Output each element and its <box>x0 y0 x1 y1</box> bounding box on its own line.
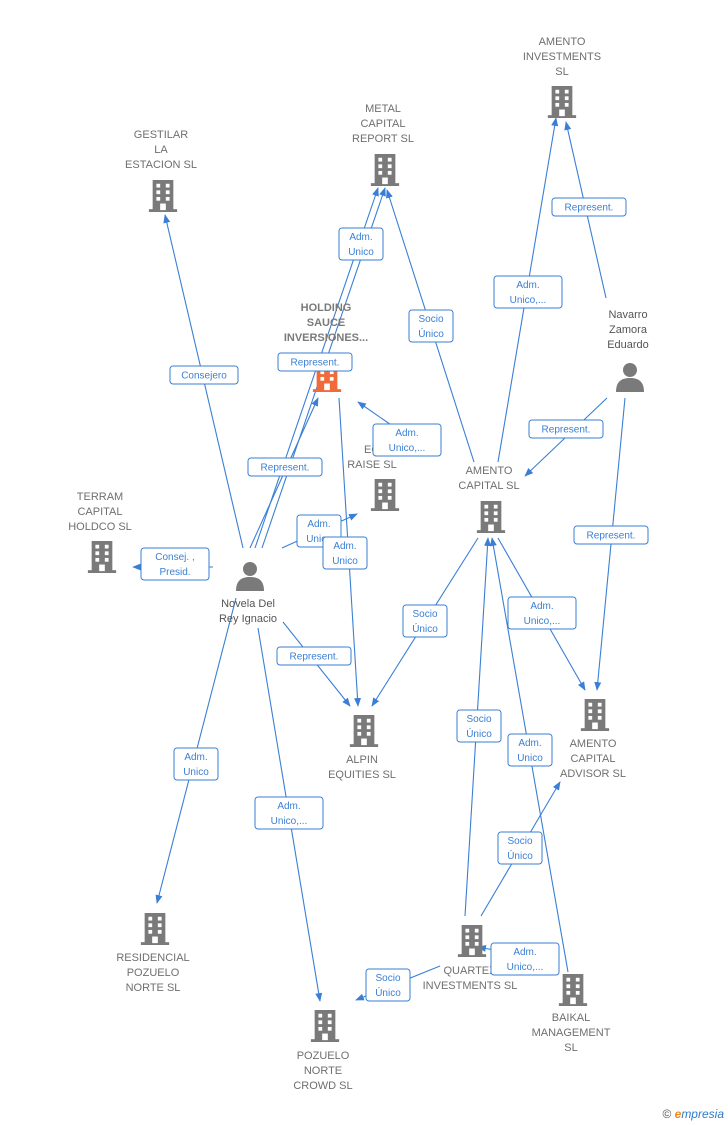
building-icon <box>558 974 588 1006</box>
building-icon <box>140 913 170 945</box>
building-icon <box>310 1010 340 1042</box>
building-icon <box>476 501 506 533</box>
empresia-brand: © empresia <box>662 1107 724 1121</box>
edge-label-adm-unico-holding: Adm.Unico,... <box>372 423 442 457</box>
edge-label-adm-unico-amento-inv: Adm.Unico,... <box>493 275 563 309</box>
svg-text:Adm.Unico: Adm.Unico <box>306 519 332 545</box>
svg-text:Represent.: Represent. <box>565 203 614 214</box>
edge-label-consej-presid: Consej. ,Presid. <box>140 547 210 581</box>
svg-text:Represent.: Represent. <box>587 531 636 542</box>
edge-label-adm-unico-metal: Adm.Unico <box>338 227 384 261</box>
building-icon <box>87 541 117 573</box>
edge-label-adm-unico-quartex: Adm.Unico,... <box>490 942 560 976</box>
edge-label-represent-navarro-advisor: Represent. <box>573 525 649 545</box>
edge-label-adm-unico-residencial: Adm.Unico <box>173 747 219 781</box>
person-icon <box>616 363 644 392</box>
building-icon <box>547 86 577 118</box>
svg-text:Adm.Unico,...: Adm.Unico,... <box>524 601 561 627</box>
svg-text:Adm.Unico,...: Adm.Unico,... <box>389 428 426 454</box>
edge-label-represent-holding-top: Represent. <box>277 352 353 372</box>
building-icon <box>148 180 178 212</box>
svg-text:Represent.: Represent. <box>542 425 591 436</box>
svg-text:Adm.Unico,...: Adm.Unico,... <box>510 280 547 306</box>
svg-text:Consej. ,Presid.: Consej. ,Presid. <box>155 552 194 578</box>
edge-label-adm-unico-advisor: Adm.Unico,... <box>507 596 577 630</box>
building-icon <box>370 154 400 186</box>
svg-text:Adm.Unico: Adm.Unico <box>183 752 209 778</box>
copyright-symbol: © <box>662 1107 672 1121</box>
building-icon <box>349 715 379 747</box>
svg-text:Consejero: Consejero <box>181 371 227 382</box>
edge-label-represent-holding: Represent. <box>247 457 323 477</box>
svg-text:Represent.: Represent. <box>290 652 339 663</box>
svg-text:Adm.Unico,...: Adm.Unico,... <box>271 801 308 827</box>
edge-label-represent-navarro-capital: Represent. <box>528 419 604 439</box>
edge-label-consejero: Consejero <box>169 365 239 385</box>
edge-label-represent-amento-inv: Represent. <box>551 197 627 217</box>
building-icon <box>457 925 487 957</box>
edge-label-represent-alpin: Represent. <box>276 646 352 666</box>
svg-text:Adm.Unico: Adm.Unico <box>332 541 358 567</box>
svg-text:Represent.: Represent. <box>291 358 340 369</box>
svg-text:Adm.Unico: Adm.Unico <box>348 232 374 258</box>
edge-label-layer: ConsejeroAdm.UnicoRepresent.Represent.So… <box>140 197 649 1002</box>
svg-text:Represent.: Represent. <box>261 463 310 474</box>
building-icon <box>580 699 610 731</box>
brand-e: e <box>674 1107 682 1121</box>
person-icon <box>236 562 264 591</box>
edge-label-adm-unico-baikal-capital: Adm.Unico <box>507 733 553 767</box>
edge-label-adm-unico-alpin: Adm.Unico <box>322 536 368 570</box>
building-icon <box>370 479 400 511</box>
brand-name: mpresia <box>681 1107 724 1121</box>
edge-label-adm-unico-pozuelo: Adm.Unico,... <box>254 796 324 830</box>
svg-text:Adm.Unico,...: Adm.Unico,... <box>507 947 544 973</box>
svg-text:Adm.Unico: Adm.Unico <box>517 738 543 764</box>
